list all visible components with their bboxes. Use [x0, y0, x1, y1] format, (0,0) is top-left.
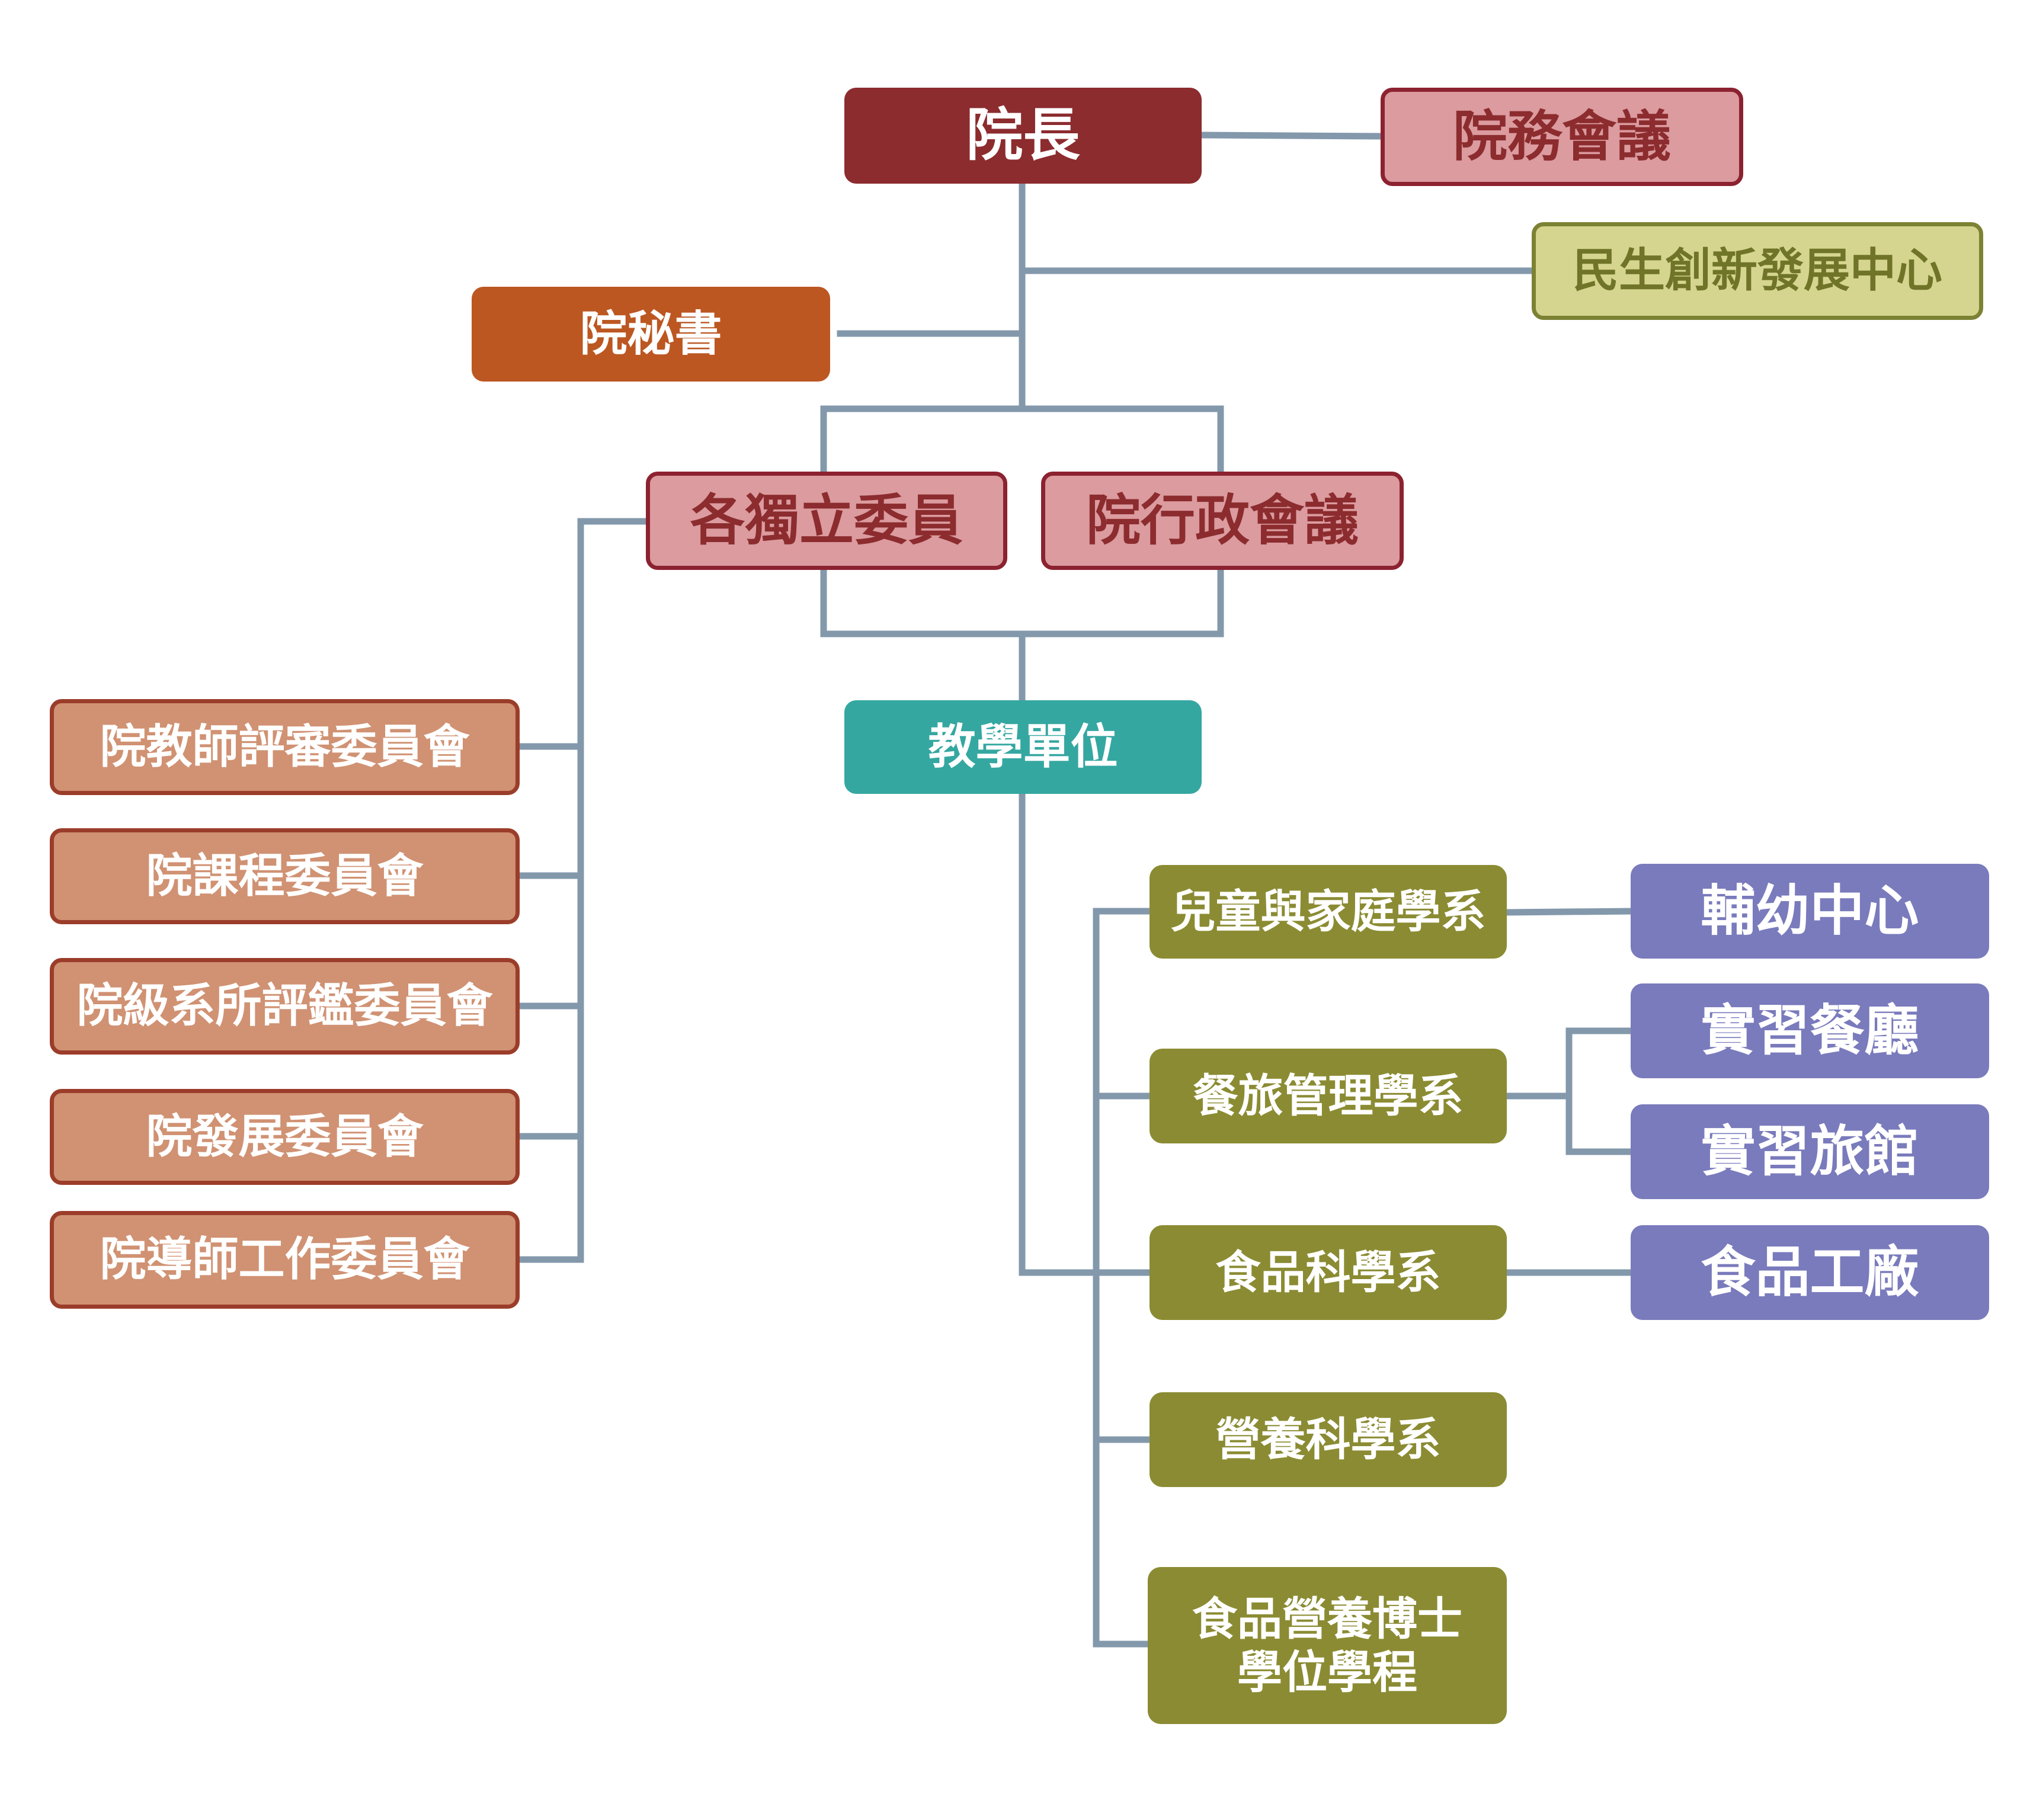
committee-faculty-review: 院教師評審委員會	[50, 699, 520, 795]
secretary-box: 院秘書	[472, 287, 830, 382]
connector-teaching-down	[1019, 790, 1153, 1276]
college-affairs-meeting-box: 院務會議	[1381, 88, 1743, 186]
dept-food-science: 食品科學系	[1150, 1225, 1507, 1320]
innovation-center-box: 民生創新發展中心	[1532, 222, 1983, 320]
connector-upper-split	[820, 405, 1224, 475]
unit-training-hotel: 實習旅館	[1631, 1104, 1989, 1199]
dept-nutrition-science: 營養科學系	[1150, 1392, 1507, 1487]
independent-committees-box: 各獨立委員	[646, 472, 1007, 570]
connector-lower-join	[820, 565, 1224, 637]
committee-curriculum: 院課程委員會	[50, 828, 520, 924]
administrative-meeting-box: 院行政會議	[1041, 472, 1404, 570]
connector-dean-affairs	[1198, 132, 1384, 140]
dept-doctoral-program-line-1: 食品營養博士	[1192, 1592, 1462, 1645]
dept-doctoral-program-line-2: 學位學程	[1237, 1645, 1417, 1699]
committee-development: 院發展委員會	[50, 1089, 520, 1185]
dept-child-family: 兒童與家庭學系	[1150, 865, 1507, 959]
dean-box: 院長	[844, 88, 1202, 184]
unit-child-care-center: 輔幼中心	[1631, 864, 1989, 959]
committee-evaluation: 院級系所評鑑委員會	[50, 958, 520, 1055]
unit-training-restaurant: 實習餐廳	[1631, 983, 1989, 1078]
committee-mentor-work: 院導師工作委員會	[50, 1211, 520, 1309]
unit-food-factory: 食品工廠	[1631, 1225, 1989, 1320]
connector-hospitality-bracket	[1565, 1027, 1634, 1155]
teaching-units-box: 教學單位	[844, 700, 1202, 794]
dept-hospitality-management: 餐旅管理學系	[1150, 1049, 1507, 1143]
dept-doctoral-program: 食品營養博士 學位學程	[1148, 1567, 1507, 1724]
connector-child-to-center	[1503, 908, 1634, 916]
